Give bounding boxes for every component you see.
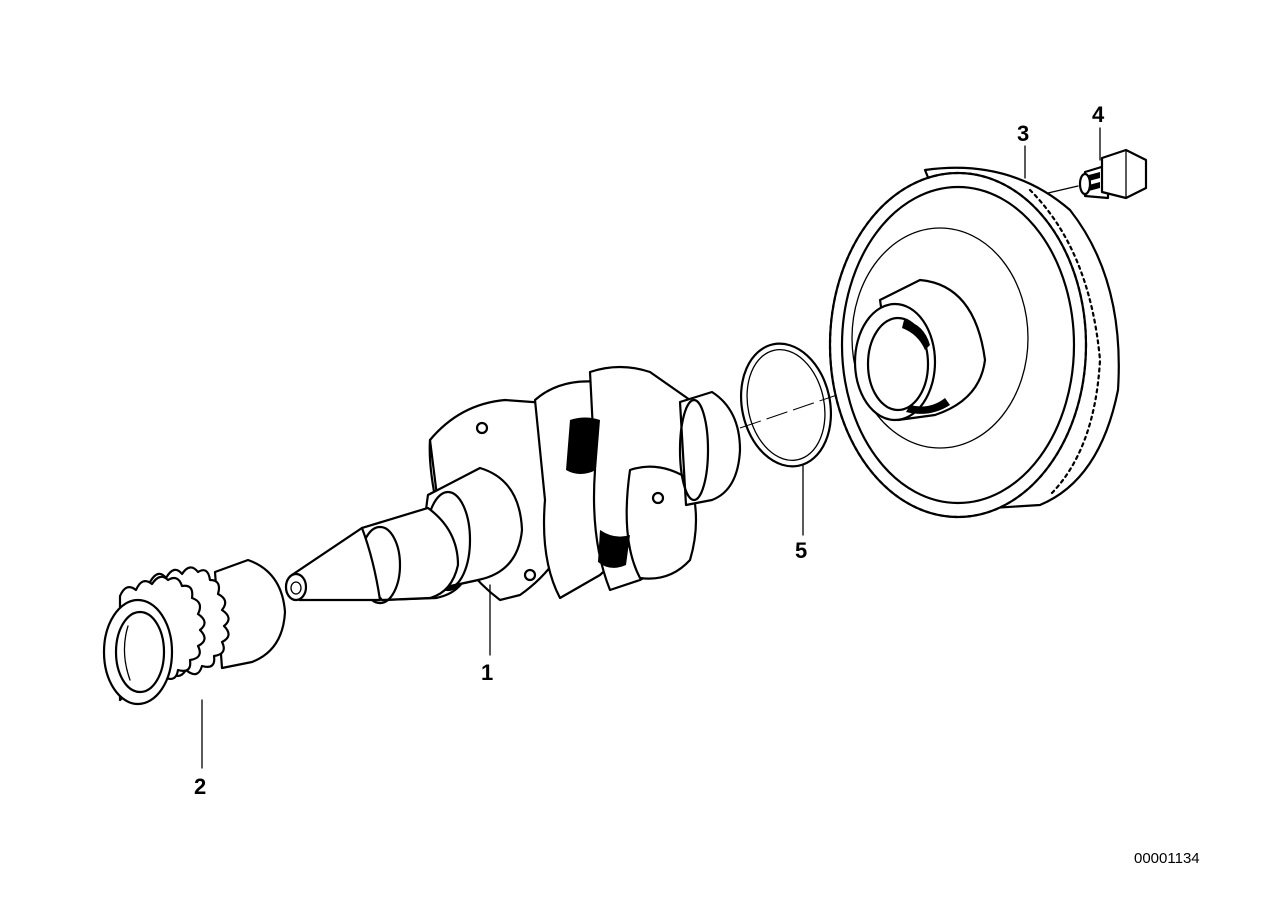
hex-bolt <box>1047 127 1148 200</box>
callout-4: 4 <box>1092 102 1105 127</box>
callout-3: 3 <box>1017 121 1029 146</box>
crankshaft <box>284 365 742 656</box>
callout-1: 1 <box>481 660 493 685</box>
flywheel <box>828 145 1120 519</box>
seal-ring <box>739 342 833 536</box>
chain-sprocket <box>102 558 287 769</box>
reference-code: 00001134 <box>1134 850 1200 867</box>
callout-2: 2 <box>194 774 206 799</box>
callout-5: 5 <box>795 538 807 563</box>
